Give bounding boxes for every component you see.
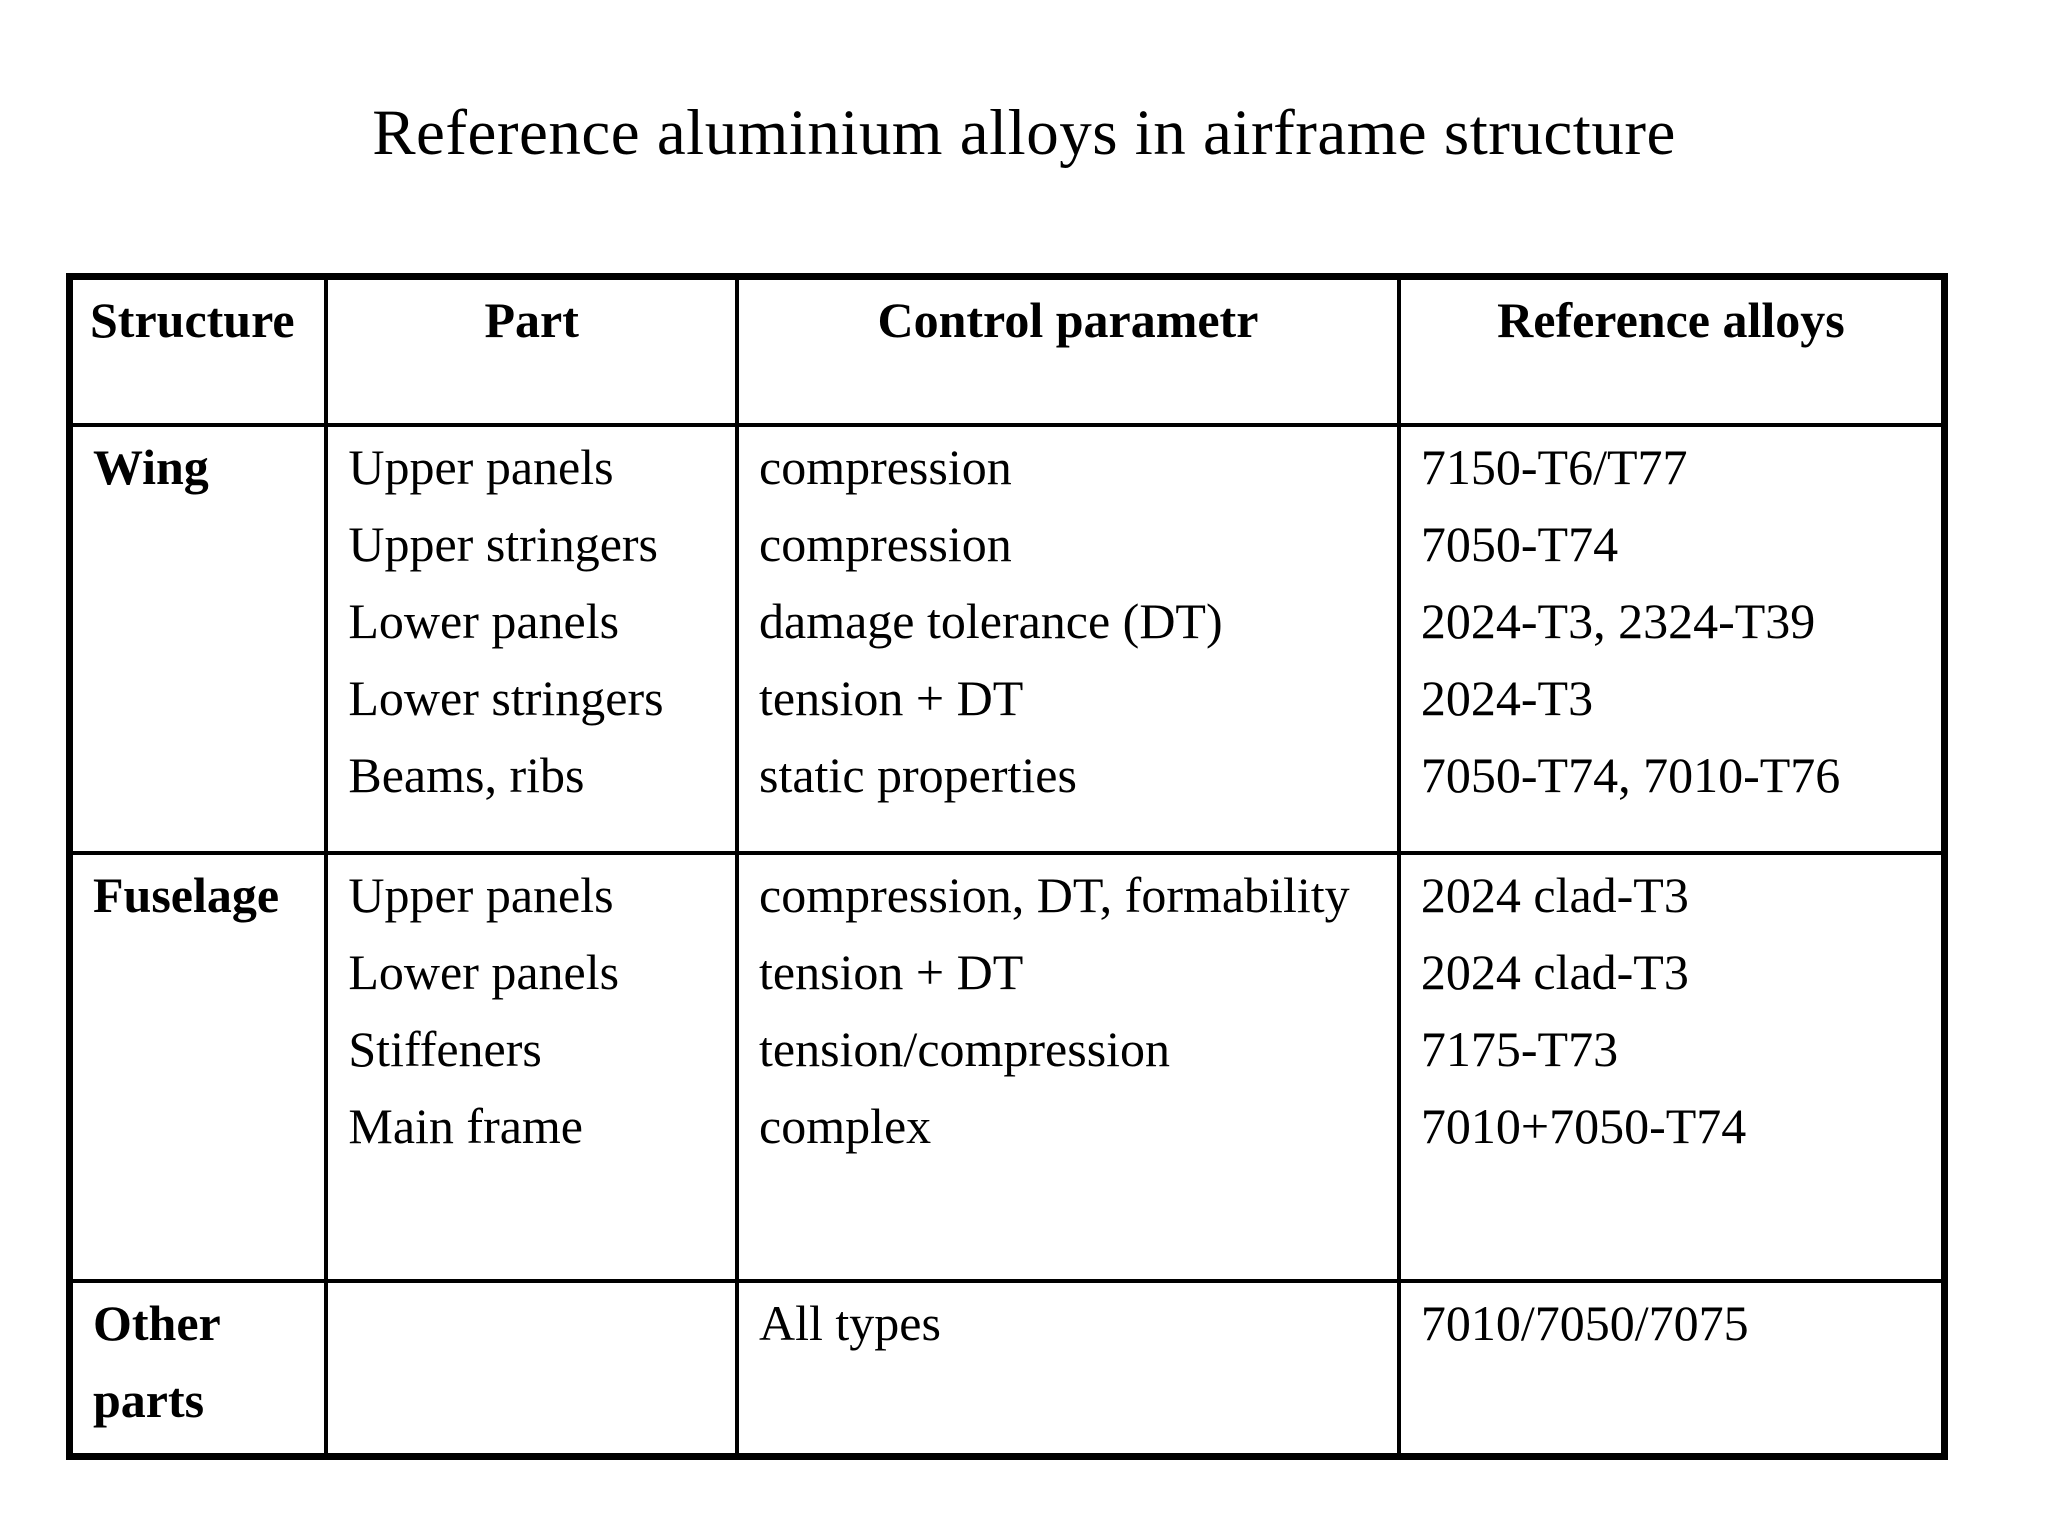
alloy-item: 2024 clad-T3 [1420, 866, 1689, 923]
part-item: Lower panels [348, 592, 620, 649]
wing-params-cell: compression compression damage tolerance… [735, 422, 1401, 855]
alloy-item: 7175-T73 [1420, 1020, 1619, 1077]
other-alloys-cell: 7010/7050/7075 [1396, 1278, 1947, 1459]
header-structure: Structure [67, 274, 329, 427]
param-item: compression [759, 438, 1012, 495]
param-item: static properties [759, 746, 1077, 803]
part-item: Stiffeners [348, 1020, 542, 1077]
fuselage-alloys-cell: 2024 clad-T3 2024 clad-T3 7175-T73 7010+… [1396, 850, 1947, 1283]
wing-alloys-cell: 7150-T6/T77 7050-T74 2024-T3, 2324-T39 2… [1396, 422, 1947, 855]
alloy-item: 7010/7050/7075 [1420, 1294, 1749, 1351]
table-row-fuselage: Fuselage Upper panels Lower panels Stiff… [67, 850, 1947, 1283]
header-part: Part [324, 274, 739, 427]
fuselage-params-cell: compression, DT, formability tension + D… [735, 850, 1401, 1283]
other-params-cell: All types [735, 1278, 1401, 1459]
header-reference-alloys: Reference alloys [1396, 274, 1947, 427]
other-parts-cell-empty [324, 1278, 739, 1459]
header-control-parametr: Control parametr [735, 274, 1401, 427]
part-item: Main frame [348, 1097, 583, 1154]
alloy-item: 7010+7050-T74 [1420, 1097, 1747, 1154]
wing-parts-cell: Upper panels Upper stringers Lower panel… [324, 422, 739, 855]
param-item: All types [759, 1294, 941, 1351]
table-row-wing: Wing Upper panels Upper stringers Lower … [67, 422, 1947, 855]
alloy-item: 7150-T6/T77 [1420, 438, 1688, 495]
alloy-item: 2024 clad-T3 [1420, 943, 1689, 1000]
alloys-table: Structure Part Control parametr Referenc… [66, 273, 1948, 1460]
structure-label-wing: Wing [67, 422, 329, 855]
part-item: Upper panels [348, 866, 614, 923]
param-item: tension/compression [759, 1020, 1171, 1077]
part-item: Upper panels [348, 438, 614, 495]
param-item: tension + DT [759, 669, 1024, 726]
structure-label-fuselage: Fuselage [67, 850, 329, 1283]
header-row: Structure Part Control parametr Referenc… [67, 274, 1947, 427]
param-item: complex [759, 1097, 932, 1154]
param-item: compression [759, 515, 1012, 572]
fuselage-parts-cell: Upper panels Lower panels Stiffeners Mai… [324, 850, 739, 1283]
alloy-item: 7050-T74 [1420, 515, 1619, 572]
alloy-item: 2024-T3, 2324-T39 [1420, 592, 1816, 649]
param-item: damage tolerance (DT) [759, 592, 1223, 649]
alloy-item: 7050-T74, 7010-T76 [1420, 746, 1841, 803]
part-item: Upper stringers [348, 515, 659, 572]
param-item: compression, DT, formability [759, 866, 1350, 923]
table-row-other-parts: Other parts All types 7010/7050/7075 [67, 1278, 1947, 1459]
part-item: Lower panels [348, 943, 620, 1000]
structure-label-other-parts: Other parts [67, 1278, 329, 1459]
param-item: tension + DT [759, 943, 1024, 1000]
page-title: Reference aluminium alloys in airframe s… [372, 97, 1676, 169]
alloy-item: 2024-T3 [1420, 669, 1594, 726]
part-item: Beams, ribs [348, 746, 585, 803]
part-item: Lower stringers [348, 669, 664, 726]
